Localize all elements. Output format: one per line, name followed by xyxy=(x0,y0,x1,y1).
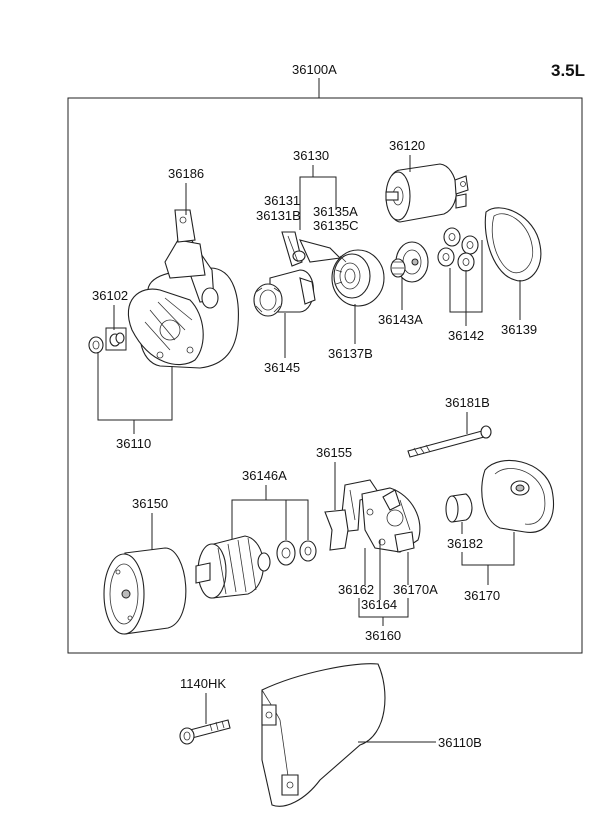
label-36160: 36160 xyxy=(365,628,401,643)
brush-holder-part xyxy=(324,479,421,553)
label-36143A: 36143A xyxy=(378,312,423,327)
label-36139: 36139 xyxy=(501,322,537,337)
overrunning-clutch-part xyxy=(253,269,316,317)
through-bolt-part xyxy=(407,425,492,458)
label-36170A: 36170A xyxy=(393,582,438,597)
label-36135C: 36135C xyxy=(313,218,359,233)
label-36131: 36131 xyxy=(264,193,300,208)
ring-gear-part xyxy=(484,207,542,282)
planet-gears-part xyxy=(437,227,479,272)
rear-bearing-part xyxy=(445,493,473,523)
label-36181B: 36181B xyxy=(445,395,490,410)
label-36186: 36186 xyxy=(168,166,204,181)
label-36110B: 36110B xyxy=(438,735,482,750)
label-36145: 36145 xyxy=(264,360,300,375)
planetary-gear-shaft-part xyxy=(390,241,429,283)
assembly-label: 36100A xyxy=(292,62,337,77)
yoke-assembly-part xyxy=(103,547,187,635)
solenoid-part xyxy=(385,163,469,223)
label-36182: 36182 xyxy=(447,536,483,551)
label-36146A: 36146A xyxy=(242,468,287,483)
label-36162: 36162 xyxy=(338,582,374,597)
label-36135A: 36135A xyxy=(313,204,358,219)
armature-washers-part xyxy=(276,540,317,566)
variant-label: 3.5L xyxy=(551,61,585,80)
front-housing-part xyxy=(127,209,239,369)
assembly-frame xyxy=(67,97,583,654)
label-1140HK: 1140HK xyxy=(180,676,226,691)
label-36170: 36170 xyxy=(464,588,500,603)
internal-gear-part xyxy=(331,249,385,307)
label-36120: 36120 xyxy=(389,138,425,153)
label-36150: 36150 xyxy=(132,496,168,511)
bushing-part xyxy=(88,327,127,354)
label-36137B: 36137B xyxy=(328,346,373,361)
label-36164: 36164 xyxy=(361,597,397,612)
rear-cover-part xyxy=(481,460,554,533)
label-36102: 36102 xyxy=(92,288,128,303)
armature-part xyxy=(195,535,271,599)
label-36142: 36142 xyxy=(448,328,484,343)
label-36130: 36130 xyxy=(293,148,329,163)
starter-cover-part xyxy=(261,663,386,807)
mounting-bolt-part xyxy=(179,719,231,745)
shift-lever-part xyxy=(281,231,342,267)
label-36110: 36110 xyxy=(116,436,151,451)
label-36131B: 36131B xyxy=(256,208,301,223)
label-36155: 36155 xyxy=(316,445,352,460)
